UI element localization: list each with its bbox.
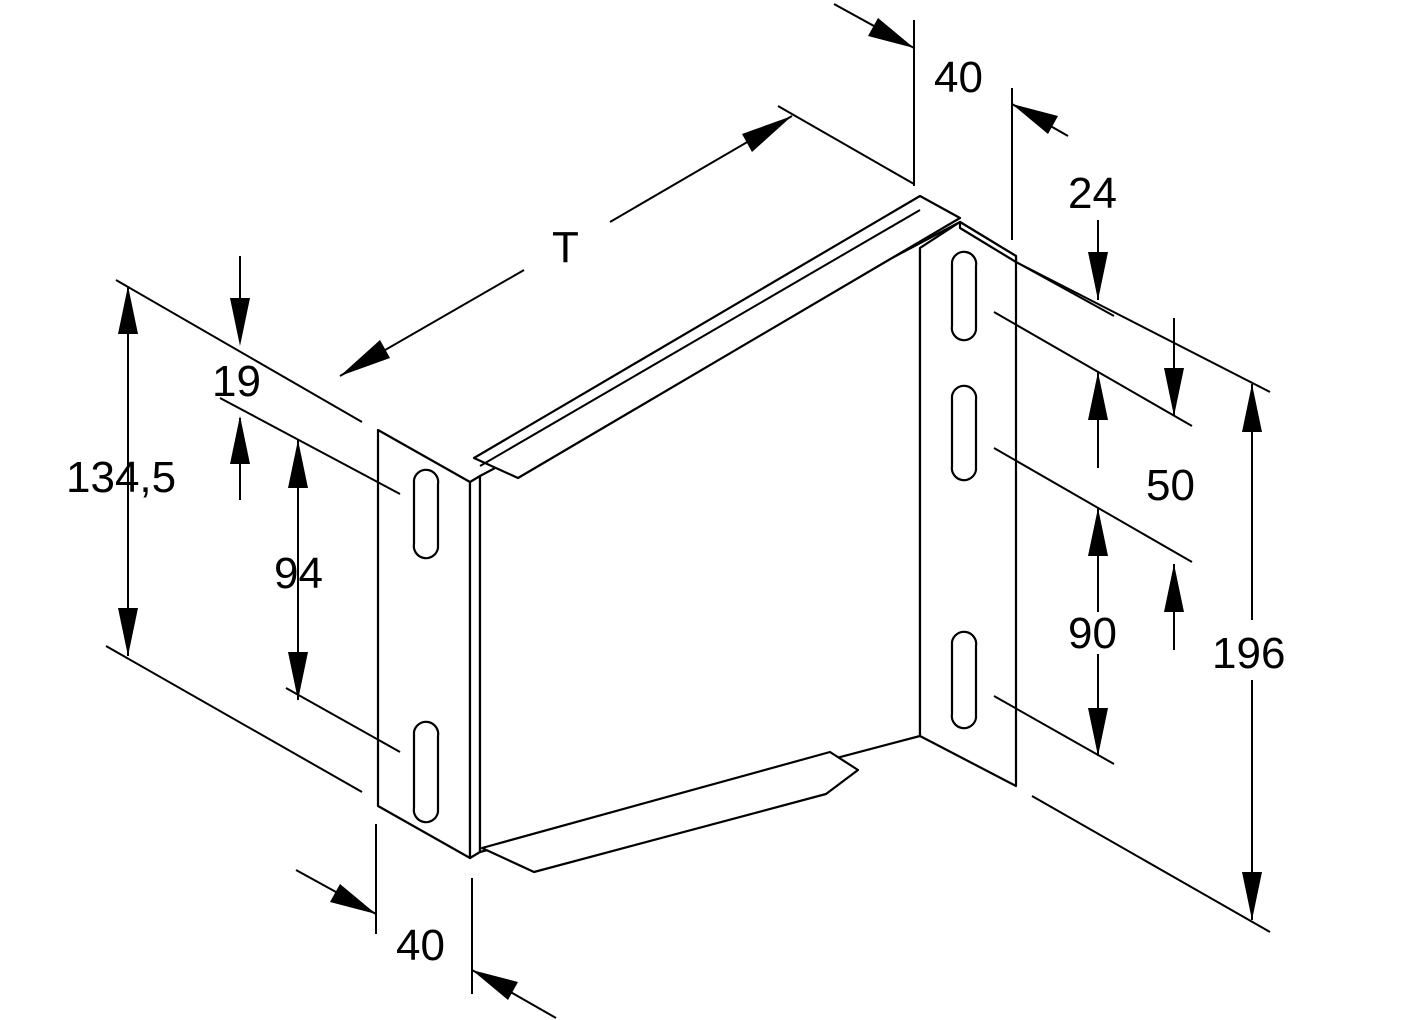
dim-top-offset-left: 19	[212, 357, 261, 406]
dim-depth: T	[552, 223, 579, 272]
arrowheads	[118, 18, 1262, 1000]
slot-left-upper	[412, 468, 440, 560]
dim-top-width: 40	[934, 53, 983, 102]
bottom-flange	[480, 750, 860, 874]
slot-left-lower	[412, 720, 440, 824]
dim-bottom-width: 40	[396, 921, 445, 970]
left-flange-edge	[468, 474, 482, 860]
slot-right-3	[950, 630, 978, 730]
slot-right-2	[950, 384, 978, 482]
dim-slot-offset-right: 24	[1068, 169, 1117, 218]
dim-height-left: 134,5	[66, 453, 176, 502]
slot-right-1	[950, 250, 978, 342]
slots-right	[950, 250, 978, 730]
top-flange	[472, 194, 962, 480]
dim-slot-pitch-left: 94	[274, 549, 323, 598]
dim-slot-pitch-right-upper: 50	[1146, 461, 1195, 510]
slots-left	[412, 468, 440, 824]
dim-slot-pitch-right-lower: 90	[1068, 609, 1117, 658]
dim-total-height: 196	[1212, 629, 1285, 678]
